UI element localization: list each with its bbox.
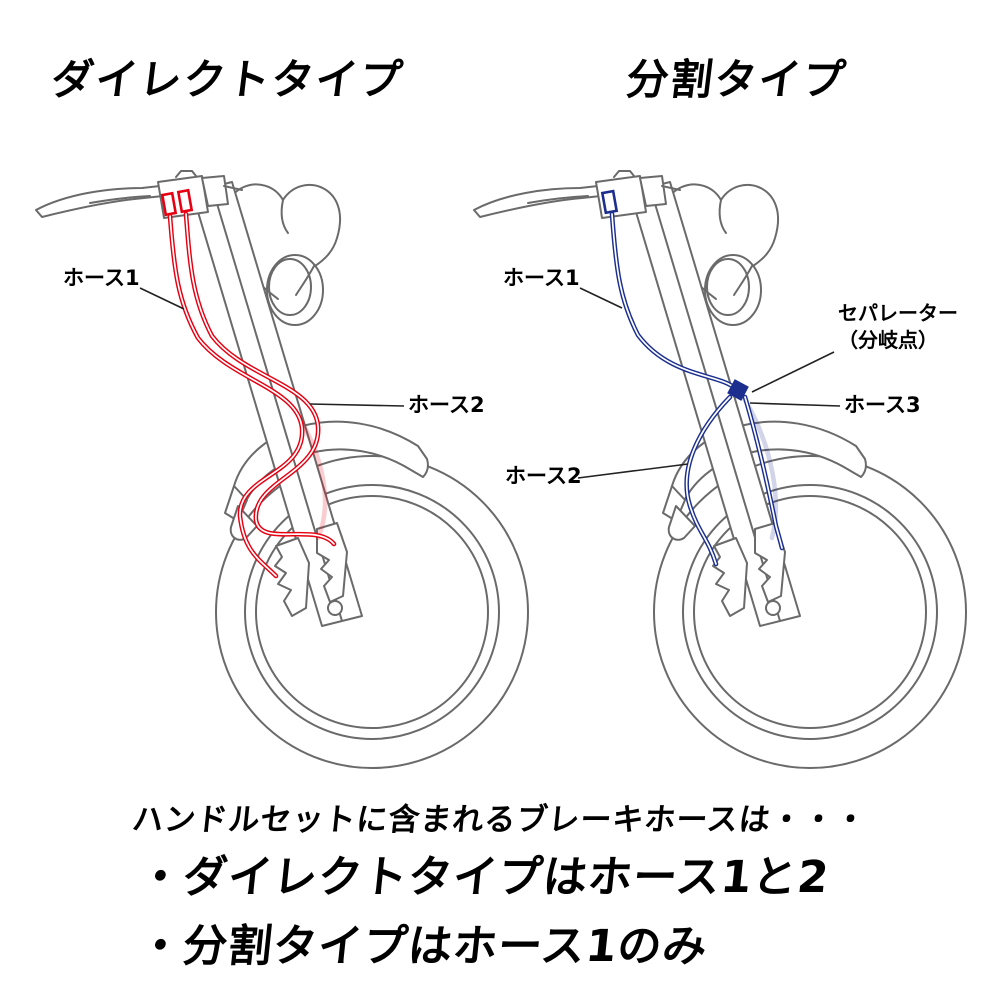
direct-type-title: ダイレクトタイプ bbox=[48, 55, 407, 104]
split-type-diagram: ホース1 セパレーター （分岐点） ホース3 ホース2 bbox=[473, 170, 967, 769]
direct-type-diagram: ホース1 ホース2 bbox=[35, 170, 529, 769]
direct-hoses bbox=[160, 188, 337, 579]
hose3-label: ホース3 bbox=[844, 393, 921, 417]
hose2-label: ホース2 bbox=[408, 393, 485, 417]
split-hoses bbox=[600, 189, 785, 567]
hose2-label: ホース2 bbox=[505, 464, 582, 488]
hose1-label: ホース1 bbox=[503, 266, 580, 290]
hose2-leader-line bbox=[577, 463, 689, 479]
separator-block bbox=[727, 379, 749, 401]
footer-intro: ハンドルセットに含まれるブレーキホースは・・・ bbox=[130, 802, 869, 838]
banjo-fitting bbox=[600, 189, 619, 215]
footer-bullet-split: ・分割タイプはホース1のみ bbox=[135, 920, 711, 972]
separator-label-line1: セパレーター bbox=[838, 301, 958, 325]
hose1-label: ホース1 bbox=[63, 266, 140, 290]
banjo-fitting bbox=[160, 191, 178, 217]
hidden-hose-segment bbox=[299, 419, 328, 541]
hose1-leader-line bbox=[579, 287, 623, 309]
hose1-leader-line bbox=[139, 287, 185, 310]
hose3-leader-line bbox=[749, 402, 841, 407]
split-type-title: 分割タイプ bbox=[623, 55, 850, 104]
footer-bullet-direct: ・ダイレクトタイプはホース1と2 bbox=[135, 852, 832, 903]
footer-bullets: ・ダイレクトタイプはホース1と2 ・分割タイプはホース1のみ bbox=[135, 852, 832, 990]
banjo-fitting bbox=[176, 188, 194, 214]
hose2-leader-line bbox=[309, 403, 405, 407]
separator-label-line2: （分岐点） bbox=[838, 328, 938, 352]
separator-leader-line bbox=[751, 351, 835, 393]
